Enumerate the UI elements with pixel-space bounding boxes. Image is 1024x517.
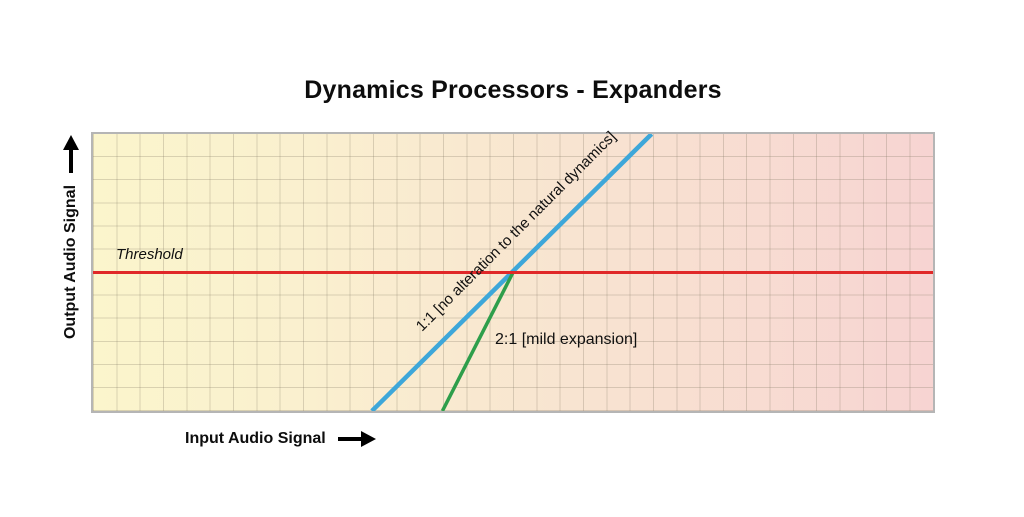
x-axis-label: Input Audio Signal <box>185 430 376 448</box>
y-axis-label: Output Audio Signal <box>62 134 80 340</box>
up-arrow-icon <box>63 134 79 173</box>
y-axis-label-text: Output Audio Signal <box>62 184 79 340</box>
ratio-2to1-label: 2:1 [mild expansion] <box>495 331 638 348</box>
threshold-label: Threshold <box>116 246 183 263</box>
plot-lines-svg <box>93 134 933 411</box>
right-arrow-icon <box>337 431 376 447</box>
series-line-ratio-2to1 <box>440 271 515 411</box>
plot-area: Threshold 1:1 [no alteration to the natu… <box>91 128 935 413</box>
x-axis-label-text: Input Audio Signal <box>185 430 326 447</box>
chart-title: Dynamics Processors - Expanders <box>304 76 722 104</box>
